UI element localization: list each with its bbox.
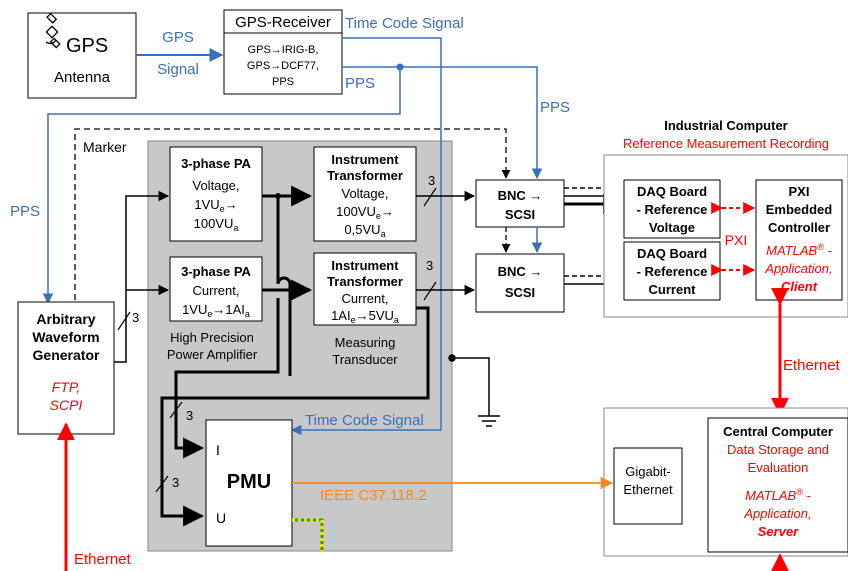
pxi-ctrl-app: Application, <box>764 261 832 276</box>
daq-current-box: DAQ Board - Reference Current <box>623 241 721 301</box>
pmu-u-wire-count: 3 <box>172 475 179 490</box>
marker-label: Marker <box>83 139 127 155</box>
it-voltage-title-1: Instrument <box>331 152 399 167</box>
gigabit-line-1: Gigabit- <box>625 464 671 479</box>
pxi-label: PXI <box>725 232 748 248</box>
pa-current-box: 3-phase PA Current, 1VUe→1AIa <box>169 256 263 322</box>
pxi-ctrl-client: Client <box>781 279 818 294</box>
pa-voltage-line-1: Voltage, <box>193 178 240 193</box>
receiver-title: GPS-Receiver <box>235 14 331 31</box>
it-voltage-box: Instrument Transformer Voltage, 100VUe→ … <box>313 146 417 242</box>
central-app: Application, <box>743 506 811 521</box>
daq-voltage-box: DAQ Board - Reference Voltage <box>623 179 721 239</box>
industrial-subtitle: Reference Measurement Recording <box>623 136 829 151</box>
it-current-box: Instrument Transformer Current, 1AIe→5VU… <box>313 252 417 326</box>
it-current-title-2: Transformer <box>327 274 403 289</box>
industrial-title: Industrial Computer <box>664 118 788 133</box>
pmu-i-label: I <box>216 442 220 458</box>
ethernet-right: Ethernet <box>783 357 841 374</box>
it-current-wire-count: 3 <box>426 258 433 273</box>
it-current-title-1: Instrument <box>331 258 399 273</box>
awg-line-3: Generator <box>33 347 100 363</box>
it-voltage-line-2: 100VUe→ <box>336 204 394 221</box>
pps-right: PPS <box>540 99 570 116</box>
ieee-label: IEEE C37.118.2 <box>320 487 426 504</box>
pmu-u-label: U <box>216 510 226 526</box>
central-matlab: MATLAB® - <box>745 487 811 503</box>
time-code-mid: Time Code Signal <box>305 412 424 429</box>
time-code-top: Time Code Signal <box>345 15 464 32</box>
central-sub-2: Evaluation <box>748 460 809 475</box>
gigabit-line-2: Ethernet <box>623 482 673 497</box>
pps-top: PPS <box>345 75 375 92</box>
pa-current-line-1: Current, <box>193 283 240 298</box>
awg-box: Arbitrary Waveform Generator FTP, SCPI <box>17 301 115 435</box>
central-sub-1: Data Storage and <box>727 442 829 457</box>
antenna-box: GPS Antenna <box>27 12 137 99</box>
hp-amp-line-1: High Precision <box>170 330 254 345</box>
it-voltage-title-2: Transformer <box>327 168 403 183</box>
it-current-line-2: 1AIe→5VUa <box>331 308 399 325</box>
daq-current-line-1: DAQ Board <box>637 246 707 261</box>
awg-protocol-2: SCPI <box>50 397 83 413</box>
bnc1-line-2: SCSI <box>505 207 535 222</box>
meas-trans-line-1: Measuring <box>335 335 396 350</box>
gps-signal-label-1: GPS <box>162 29 194 46</box>
hp-amp-line-2: Power Amplifier <box>167 347 258 362</box>
pxi-ctrl-line-2: Embedded <box>766 202 833 217</box>
it-voltage-line-1: Voltage, <box>342 186 389 201</box>
pmu-i-wire-count: 3 <box>186 408 193 423</box>
pa-voltage-title: 3-phase PA <box>181 156 251 171</box>
pa-current-line-2: 1VUe→1AIa <box>182 302 250 319</box>
antenna-label: Antenna <box>54 69 111 86</box>
pmu-title: PMU <box>227 471 271 493</box>
gigabit-box: Gigabit- Ethernet <box>613 447 683 525</box>
it-voltage-wire-count: 3 <box>428 173 435 188</box>
pxi-ctrl-line-3: Controller <box>768 220 830 235</box>
bnc1-line-1: BNC → <box>498 188 543 203</box>
pps-left: PPS <box>10 203 40 220</box>
awg-protocol-1: FTP, <box>52 379 81 395</box>
pa-voltage-box: 3-phase PA Voltage, 1VUe→ 100VUa <box>169 146 263 242</box>
central-title: Central Computer <box>723 424 833 439</box>
meas-trans-line-2: Transducer <box>332 352 398 367</box>
gps-signal-label-2: Signal <box>157 61 199 78</box>
daq-voltage-line-2: - Reference <box>637 202 708 217</box>
pmu-box: I PMU U <box>205 419 293 547</box>
central-computer-box: Central Computer Data Storage and Evalua… <box>707 417 848 553</box>
bnc2-line-1: BNC → <box>498 264 543 279</box>
daq-current-line-2: - Reference <box>637 264 708 279</box>
bnc-box-1: BNC → SCSI <box>475 179 565 228</box>
satellite-icon <box>45 12 61 49</box>
pa-voltage-line-3: 100VUa <box>194 216 239 233</box>
daq-current-line-3: Current <box>649 282 697 297</box>
awg-line-2: Waveform <box>32 329 99 345</box>
daq-voltage-line-3: Voltage <box>649 220 695 235</box>
pxi-ctrl-matlab: MATLAB® - <box>766 242 832 258</box>
pa-current-title: 3-phase PA <box>181 264 251 279</box>
central-server: Server <box>758 524 799 539</box>
receiver-line-2: GPS→DCF77, <box>247 60 319 72</box>
bnc-box-2: BNC → SCSI <box>475 253 565 313</box>
gps-receiver-box: GPS-Receiver GPS→IRIG-B, GPS→DCF77, PPS <box>223 9 343 95</box>
ground-icon <box>448 354 500 427</box>
pxi-controller-box: PXI Embedded Controller MATLAB® - Applic… <box>755 179 843 301</box>
antenna-gps: GPS <box>66 35 108 57</box>
receiver-line-3: PPS <box>272 76 294 88</box>
bnc2-line-2: SCSI <box>505 285 535 300</box>
awg-line-1: Arbitrary <box>36 311 95 327</box>
pxi-ctrl-line-1: PXI <box>789 184 810 199</box>
awg-wire-count: 3 <box>132 310 139 325</box>
daq-voltage-line-1: DAQ Board <box>637 184 707 199</box>
ethernet-bottom: Ethernet <box>74 551 132 568</box>
pa-voltage-line-2: 1VUe→ <box>194 197 237 214</box>
it-voltage-line-3: 0,5VUa <box>344 222 385 239</box>
receiver-line-1: GPS→IRIG-B, <box>248 44 319 56</box>
it-current-line-1: Current, <box>342 291 389 306</box>
